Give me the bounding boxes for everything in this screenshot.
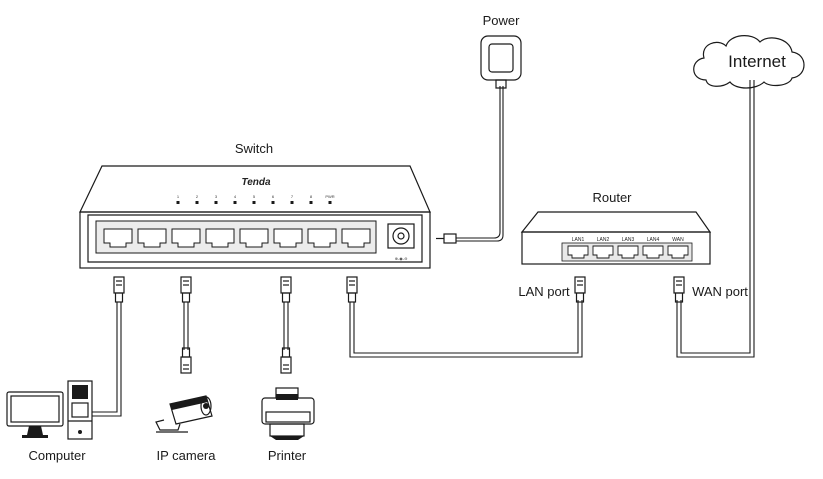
- switch-label: Switch: [235, 141, 273, 156]
- power-adapter: [480, 35, 522, 89]
- router-port-lan4: LAN4: [642, 237, 664, 259]
- rj45-plug-printer-bottom: [280, 347, 292, 374]
- rj45-plug-router-lan: [574, 276, 586, 303]
- switch-led-3: 3: [214, 194, 218, 204]
- power-label: Power: [483, 13, 521, 28]
- cables: [92, 80, 755, 417]
- rj45-plug-switch-router: [346, 276, 358, 303]
- computer-label: Computer: [28, 448, 86, 463]
- svg-text:LAN4: LAN4: [647, 237, 660, 243]
- power-cable: [456, 86, 501, 239]
- computer-cable: [92, 302, 118, 413]
- svg-text:WAN: WAN: [672, 237, 684, 243]
- printer-icon: [261, 387, 315, 440]
- switch-led-6: 6: [271, 194, 275, 204]
- svg-text:PWR: PWR: [325, 194, 334, 199]
- switch-led-2: 2: [195, 194, 199, 204]
- switch-brand-logo: Tenda: [241, 177, 271, 188]
- switch-led-row: 1 2 3 4 5 6 7 8 PWR: [176, 194, 335, 204]
- svg-text:1: 1: [177, 194, 180, 199]
- router-port-lan2: LAN2: [592, 237, 614, 259]
- rj45-plug-computer: [113, 276, 125, 303]
- switch-led-7: 7: [290, 194, 294, 204]
- switch-port-3: [171, 228, 201, 248]
- switch-port-6: [273, 228, 303, 248]
- switch-led-5: 5: [252, 194, 256, 204]
- ip-camera-label: IP camera: [156, 448, 216, 463]
- router-port-lan3: LAN3: [617, 237, 639, 259]
- internet-label: Internet: [728, 52, 786, 71]
- rj45-plug-camera-top: [180, 276, 192, 303]
- switch-led-1: 1: [176, 194, 180, 204]
- switch-port-8: [341, 228, 371, 248]
- router-label: Router: [592, 190, 632, 205]
- router-ports: LAN1 LAN2 LAN3 LAN4 WAN: [567, 237, 689, 259]
- internet-cloud-icon: [693, 35, 805, 89]
- rj45-plug-printer-top: [280, 276, 292, 303]
- switch-port-4: [205, 228, 235, 248]
- rj45-plugs: [113, 276, 685, 374]
- switch-port-5: [239, 228, 269, 248]
- switch-ports: [103, 228, 371, 248]
- svg-text:8: 8: [310, 194, 313, 199]
- router-device: LAN1 LAN2 LAN3 LAN4 WAN: [520, 211, 712, 265]
- internet-cable: [680, 80, 751, 354]
- rj45-plug-camera-bottom: [180, 347, 192, 374]
- router-port-wan: WAN: [667, 237, 689, 259]
- svg-text:7: 7: [291, 194, 294, 199]
- rj45-plug-router-wan: [673, 276, 685, 303]
- lan-port-label: LAN port: [518, 284, 570, 299]
- switch-port-2: [137, 228, 167, 248]
- computer-icon: [6, 380, 93, 440]
- svg-text:2: 2: [196, 194, 199, 199]
- svg-text:3: 3: [215, 194, 218, 199]
- router-port-lan1: LAN1: [567, 237, 589, 259]
- svg-text:6: 6: [272, 194, 275, 199]
- switch-port-7: [307, 228, 337, 248]
- switch-led-4: 4: [233, 194, 237, 204]
- printer-label: Printer: [268, 448, 307, 463]
- svg-text:5: 5: [253, 194, 256, 199]
- wan-port-label: WAN port: [692, 284, 748, 299]
- switch-device: Tenda 1 2 3 4 5 6 7 8 PWR ⊕-◉-⊖: [79, 165, 457, 269]
- switch-port-1: [103, 228, 133, 248]
- svg-text:LAN2: LAN2: [597, 237, 610, 243]
- ip-camera-icon: [155, 395, 213, 433]
- switch-router-cable: [349, 300, 583, 358]
- dc-power-jack: ⊕-◉-⊖: [387, 223, 415, 261]
- svg-text:LAN3: LAN3: [622, 237, 635, 243]
- svg-text:⊕-◉-⊖: ⊕-◉-⊖: [395, 256, 408, 261]
- svg-text:LAN1: LAN1: [572, 237, 585, 243]
- svg-text:4: 4: [234, 194, 237, 199]
- switch-led-9: PWR: [325, 194, 335, 204]
- power-plug-tip: [436, 233, 457, 244]
- switch-led-8: 8: [309, 194, 313, 204]
